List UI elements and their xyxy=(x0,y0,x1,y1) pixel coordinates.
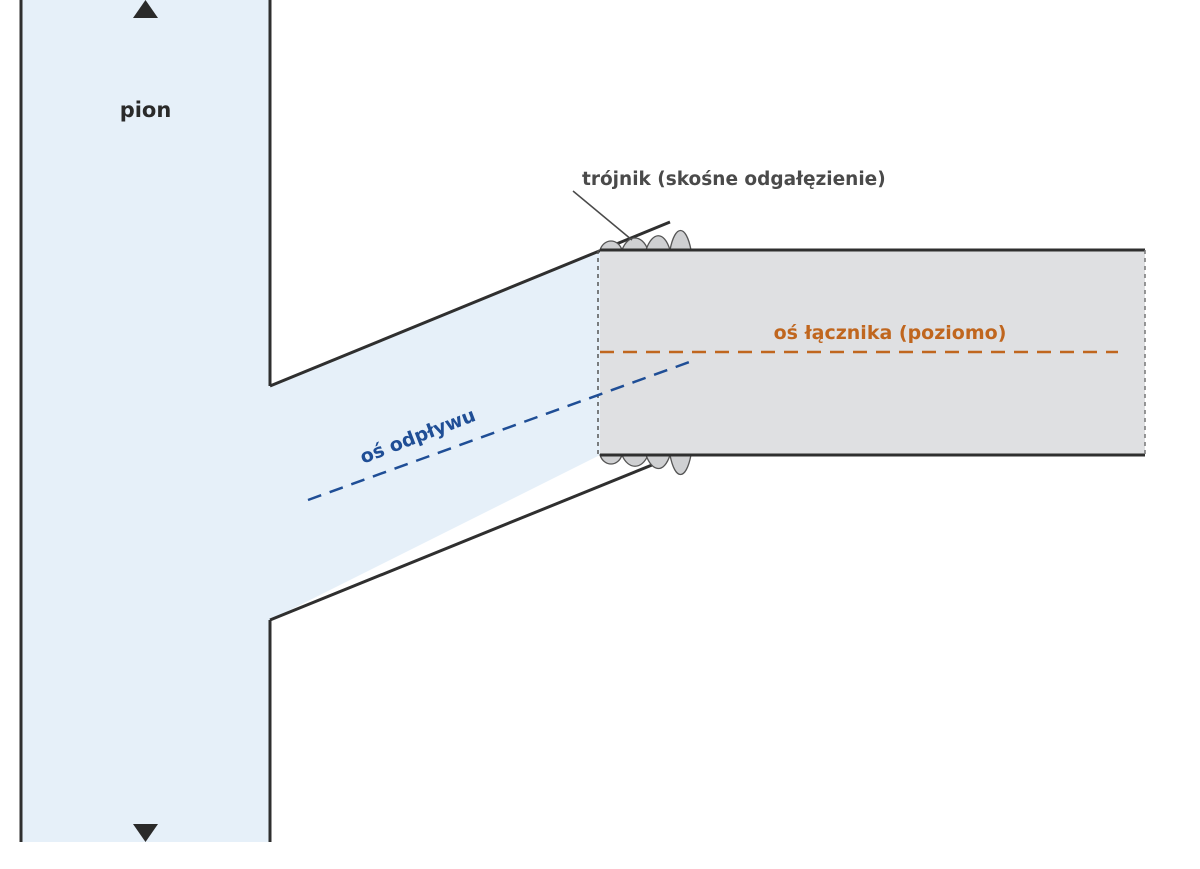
connector-pipe xyxy=(600,250,1145,455)
fitting-label: trójnik (skośne odgałęzienie) xyxy=(582,169,886,190)
arrow-down-icon xyxy=(133,824,158,842)
branch-pipe xyxy=(270,250,600,620)
seal-rings-lower xyxy=(599,454,692,476)
arrow-up-icon xyxy=(133,0,158,18)
connector-axis-label: oś łącznika (poziomo) xyxy=(774,322,1007,344)
seal-rings-upper xyxy=(599,229,692,251)
branch-lower-wall xyxy=(269,463,653,622)
fitting-leader-line xyxy=(572,190,633,241)
riser-label: pion xyxy=(120,98,172,122)
riser-pipe xyxy=(21,0,270,842)
